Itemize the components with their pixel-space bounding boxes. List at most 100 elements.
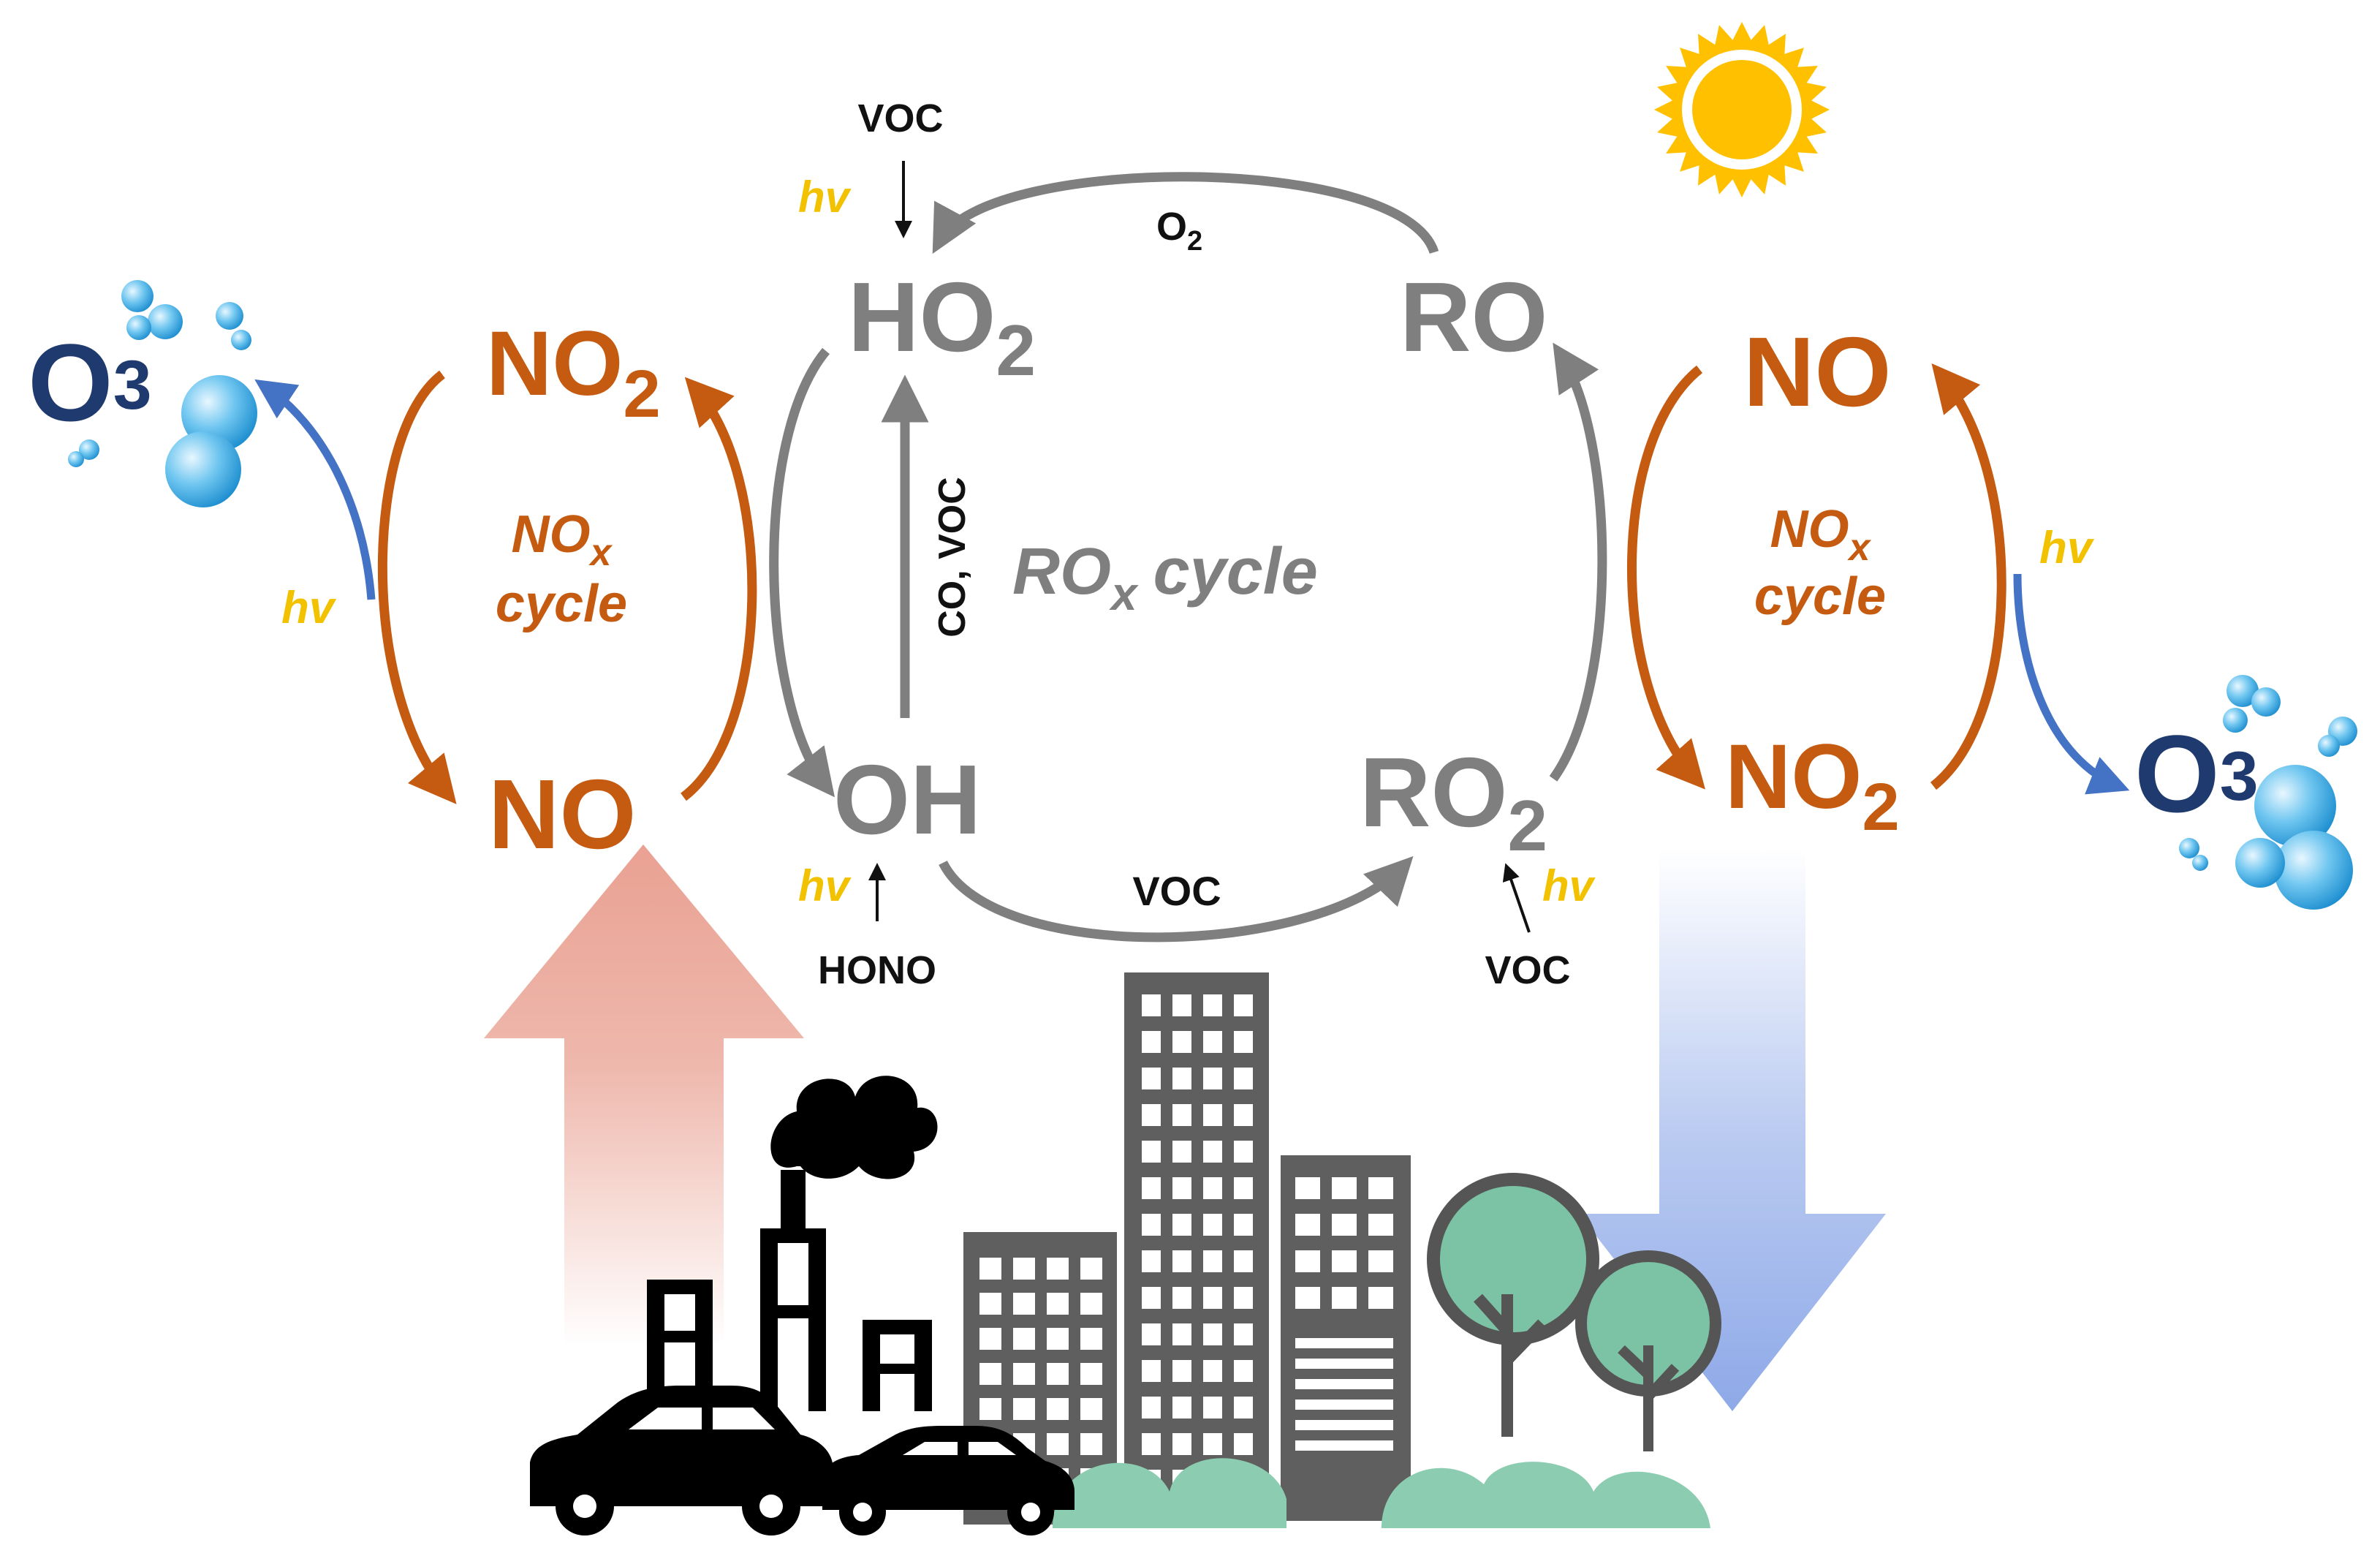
left-ozone-bubbles-icon bbox=[68, 280, 257, 507]
building-window bbox=[1234, 1360, 1253, 1382]
building-window bbox=[979, 1258, 1001, 1280]
building-window bbox=[1368, 1250, 1393, 1272]
building-window bbox=[1172, 1141, 1191, 1163]
building-window bbox=[1080, 1433, 1102, 1455]
left-ozone-arrow bbox=[254, 379, 376, 600]
co-voc-label: CO, VOC bbox=[931, 477, 974, 638]
building-window bbox=[1142, 1068, 1161, 1089]
building-window bbox=[1047, 1363, 1069, 1385]
rox-arrow-oh-to-ro2 bbox=[939, 855, 1414, 943]
building-window bbox=[1203, 994, 1222, 1016]
building-window bbox=[1295, 1250, 1320, 1272]
ground-bushes bbox=[1053, 1458, 1710, 1528]
ro2-label: RO2 bbox=[1360, 737, 1547, 866]
building-window bbox=[1172, 1068, 1191, 1089]
building-window bbox=[1234, 1141, 1253, 1163]
building-window bbox=[979, 1363, 1001, 1385]
building-window bbox=[1203, 1323, 1222, 1345]
building-window bbox=[1172, 1031, 1191, 1053]
building-window bbox=[1234, 1287, 1253, 1309]
sun-icon bbox=[1654, 22, 1830, 197]
right-no2-label: NO2 bbox=[1725, 726, 1900, 845]
oh-label: OH bbox=[833, 744, 982, 855]
building-window bbox=[1142, 994, 1161, 1016]
right-cycle-word: cycle bbox=[1754, 567, 1886, 626]
left-no-label: NO bbox=[488, 759, 637, 869]
right-no-label: NO bbox=[1743, 317, 1892, 427]
building-window bbox=[1332, 1287, 1357, 1309]
building-window bbox=[979, 1398, 1001, 1420]
building-stripe bbox=[1295, 1399, 1393, 1410]
left-no2-label: NO2 bbox=[486, 313, 661, 431]
building-window bbox=[1368, 1287, 1393, 1309]
building-window bbox=[1080, 1363, 1102, 1385]
building-window bbox=[1234, 1031, 1253, 1053]
voc-bottom-label: VOC bbox=[1132, 868, 1221, 914]
building-window bbox=[1013, 1293, 1035, 1315]
building-stripe bbox=[1295, 1420, 1393, 1430]
building-window bbox=[1332, 1177, 1357, 1199]
building-window bbox=[1142, 1031, 1161, 1053]
hv-ro2-label: hv bbox=[1542, 861, 1596, 910]
building-window bbox=[1234, 1433, 1253, 1455]
building-window bbox=[1142, 1104, 1161, 1126]
building-window bbox=[1047, 1328, 1069, 1350]
right-nox-cycle-label: NOx bbox=[1770, 500, 1872, 569]
building-stripe bbox=[1295, 1359, 1393, 1369]
rox-arrow-ro-to-ho2 bbox=[932, 172, 1439, 254]
building-window bbox=[1172, 1360, 1191, 1382]
building-window bbox=[1080, 1258, 1102, 1280]
o2-label: O2 bbox=[1156, 205, 1202, 257]
ro-label: RO bbox=[1400, 262, 1548, 372]
building-window bbox=[1234, 1177, 1253, 1199]
building-window bbox=[1172, 1287, 1191, 1309]
left-hv-label: hv bbox=[281, 583, 337, 633]
building-window bbox=[1080, 1398, 1102, 1420]
right-nox-arrow-no-to-no2 bbox=[1627, 365, 1705, 790]
right-hv-label: hv bbox=[2039, 523, 2095, 573]
building-stripe bbox=[1295, 1338, 1393, 1348]
building-window bbox=[1203, 1177, 1222, 1199]
ho2-label: HO2 bbox=[848, 262, 1036, 390]
left-nox-arrow-no-to-no2 bbox=[681, 377, 757, 801]
right-ozone-bubbles-icon bbox=[2179, 675, 2357, 910]
building-window bbox=[1234, 1397, 1253, 1419]
building-window bbox=[1234, 1104, 1253, 1126]
right-ozone-label: O3 bbox=[2134, 712, 2259, 835]
voc-ro2-arrow bbox=[1502, 863, 1531, 933]
building-window bbox=[1142, 1141, 1161, 1163]
rox-arrow-ro2-to-ro bbox=[1549, 342, 1607, 782]
building-window bbox=[1047, 1293, 1069, 1315]
building-stripe bbox=[1295, 1379, 1393, 1389]
left-nox-cycle-label: NOx bbox=[512, 505, 613, 574]
building-window bbox=[1234, 1214, 1253, 1236]
voc-ro2-label: VOC bbox=[1485, 948, 1570, 992]
building-window bbox=[1013, 1258, 1035, 1280]
voc-top-label: VOC bbox=[857, 97, 943, 140]
building-window bbox=[1203, 1397, 1222, 1419]
left-ozone-label: O3 bbox=[28, 321, 152, 444]
building-window bbox=[1203, 1141, 1222, 1163]
building-window bbox=[1080, 1293, 1102, 1315]
building-window bbox=[1234, 1068, 1253, 1089]
building-window bbox=[1142, 1323, 1161, 1345]
building-window bbox=[1142, 1287, 1161, 1309]
building-window bbox=[1203, 1031, 1222, 1053]
building-window bbox=[979, 1328, 1001, 1350]
building-window bbox=[1142, 1177, 1161, 1199]
right-nox-arrow-no2-to-no bbox=[1930, 363, 2006, 790]
building-window bbox=[1080, 1328, 1102, 1350]
building-window bbox=[1203, 1068, 1222, 1089]
cars-icon bbox=[530, 1386, 1075, 1535]
building-window bbox=[1234, 1250, 1253, 1272]
building-window bbox=[1172, 1433, 1191, 1455]
building-window bbox=[1203, 1214, 1222, 1236]
building-window bbox=[1368, 1177, 1393, 1199]
building-window bbox=[979, 1293, 1001, 1315]
building-window bbox=[1295, 1177, 1320, 1199]
building-window bbox=[1234, 994, 1253, 1016]
building-window bbox=[1172, 994, 1191, 1016]
building-window bbox=[1172, 1397, 1191, 1419]
